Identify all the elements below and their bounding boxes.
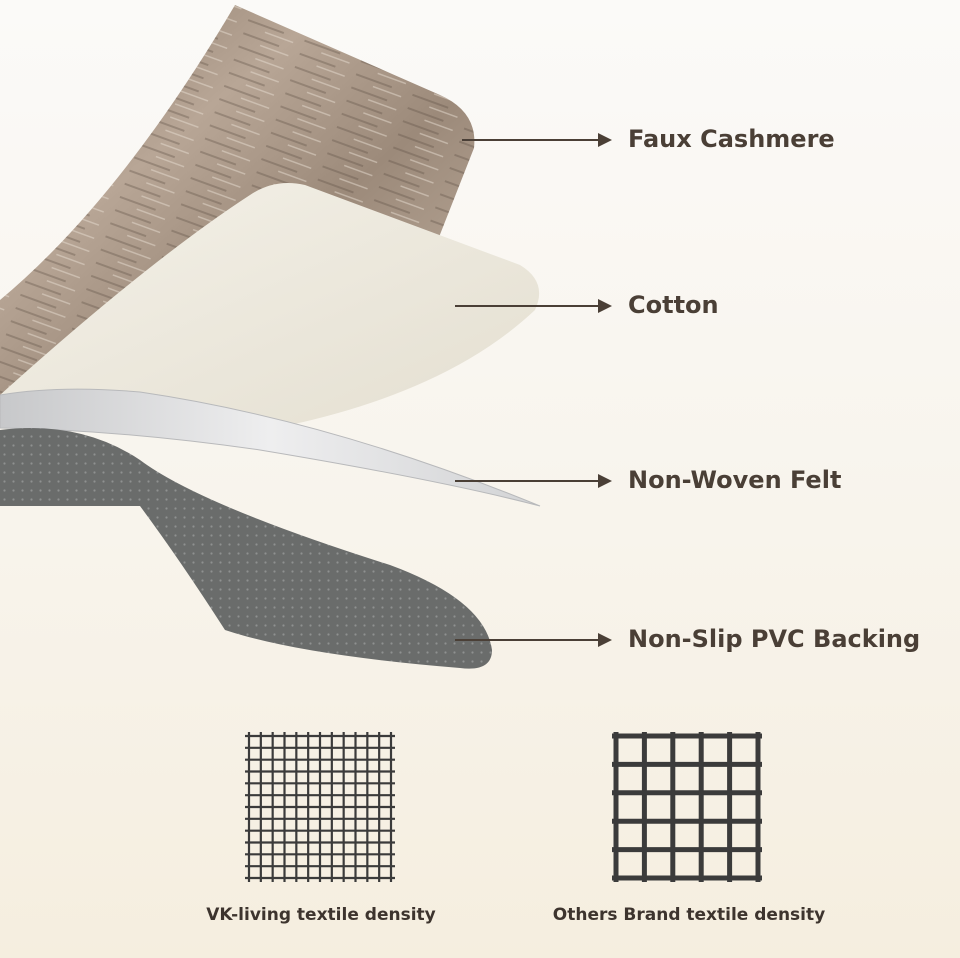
label-non-woven-felt: Non-Woven Felt	[628, 466, 842, 494]
rug-layers-illustration	[0, 5, 612, 669]
vk-living-density-grid-icon	[245, 732, 395, 882]
non-woven-felt-layer	[0, 388, 541, 507]
arrow-cotton	[455, 299, 612, 313]
arrow-faux-cashmere	[462, 133, 612, 147]
arrow-pvc-backing	[455, 633, 612, 647]
cotton-layer	[0, 182, 540, 425]
pvc-backing-layer	[0, 428, 492, 669]
label-pvc-backing: Non-Slip PVC Backing	[628, 625, 921, 653]
arrow-non-woven-felt	[455, 474, 612, 488]
vk-living-density-caption: VK-living textile density	[206, 905, 436, 925]
label-faux-cashmere: Faux Cashmere	[628, 125, 835, 153]
others-brand-density-caption: Others Brand textile density	[552, 905, 826, 925]
label-cotton: Cotton	[628, 291, 719, 319]
others-brand-density-grid-icon	[612, 732, 762, 882]
